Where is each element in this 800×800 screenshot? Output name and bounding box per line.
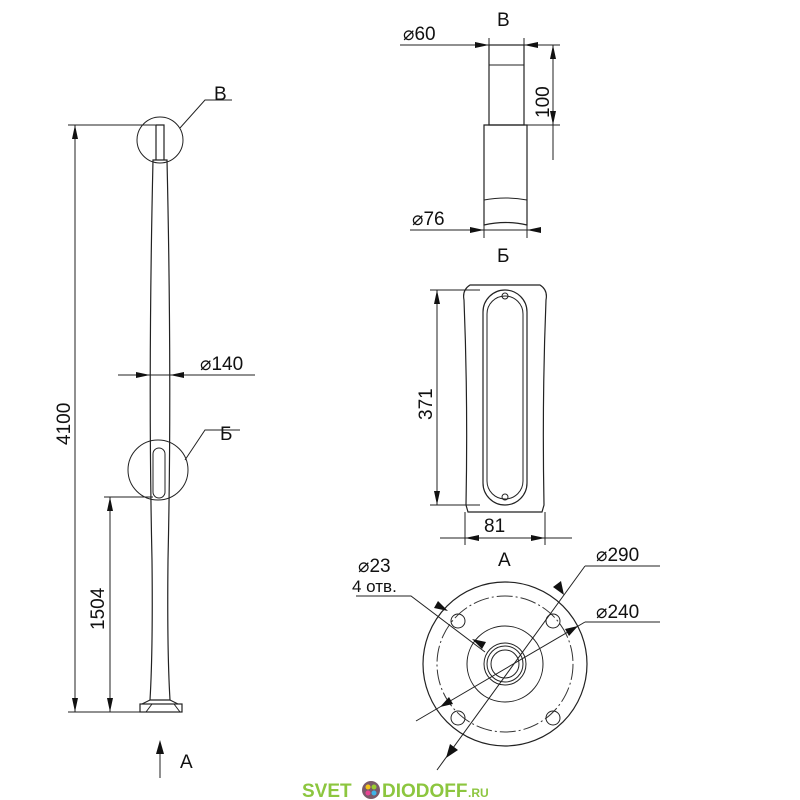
bolt-hole	[450, 710, 466, 726]
pole-dimensions: 4100 1504 ⌀140 А	[54, 124, 255, 778]
callout-circle-b	[136, 116, 184, 164]
callout-circle-door	[127, 439, 189, 501]
detail-base-flange: ⌀290 ⌀240 ⌀23 4 отв.	[352, 545, 660, 771]
bolt-hole	[450, 613, 466, 629]
bolt-circle-label: ⌀240	[596, 602, 639, 623]
callout-label-top: В	[214, 84, 227, 105]
detail-top-spigot: В ⌀60 100 ⌀76 Б	[400, 10, 560, 267]
callout-label-door: Б	[220, 424, 232, 445]
pole-side-view: В Б	[127, 84, 240, 713]
door-width-label: 81	[484, 516, 505, 537]
watermark-logo: SVET DIODOFF .RU	[302, 781, 489, 800]
top-diameter-label: ⌀60	[403, 24, 436, 45]
hole-diameter-label: ⌀23	[358, 556, 391, 577]
logo-suffix: .RU	[468, 786, 489, 800]
detail-b-title: В	[497, 10, 510, 31]
door-height-label: 371	[416, 388, 437, 420]
logo-text-left: SVET	[302, 781, 352, 800]
pole-height-label: 4100	[54, 403, 75, 445]
outer-diameter-label: ⌀290	[596, 545, 639, 566]
pole-diameter-label: ⌀140	[200, 354, 243, 375]
bottom-diameter-label: ⌀76	[412, 209, 445, 230]
logo-text-right: DIODOFF	[382, 781, 468, 800]
detail-door: 371 81 А	[416, 284, 572, 571]
detail-door-footer: А	[498, 550, 511, 571]
detail-b-footer: Б	[497, 246, 509, 267]
bolt-hole	[545, 710, 561, 726]
view-arrow-label: А	[180, 752, 193, 773]
hole-count-label: 4 отв.	[352, 577, 397, 596]
door-height-label: 1504	[88, 587, 109, 630]
bolt-hole	[545, 613, 561, 629]
spigot-length-label: 100	[533, 86, 554, 118]
